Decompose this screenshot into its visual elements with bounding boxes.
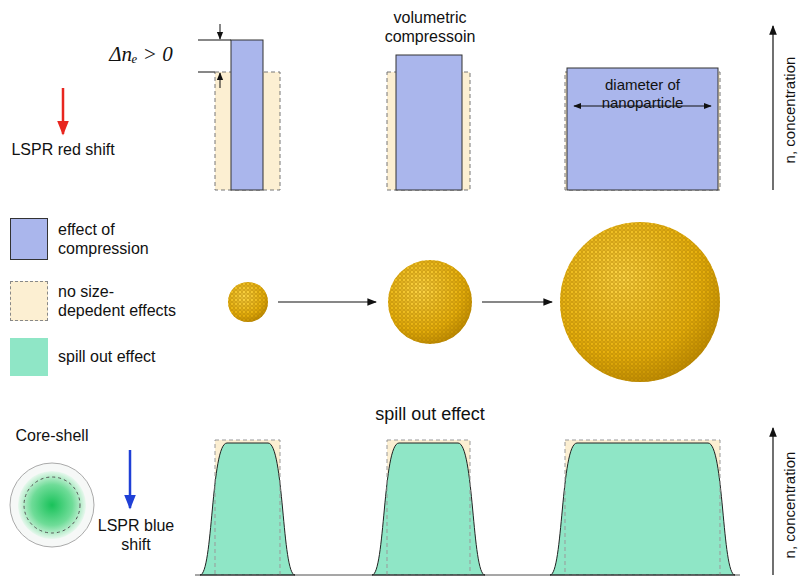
nanoparticles <box>228 222 720 382</box>
blue-shift-arrow <box>129 450 132 508</box>
axis-label: n, concentration <box>781 40 799 180</box>
legend-swatch <box>10 218 48 260</box>
compression-profiles <box>215 40 720 190</box>
core-shell-symbol <box>10 463 94 547</box>
shift-label: LSPR blue shift <box>96 516 176 554</box>
delta-label: Δnₑ > 0 <box>88 42 194 67</box>
axis-arrow <box>772 428 773 575</box>
axis-arrow <box>772 26 773 190</box>
spill-out-profiles <box>195 440 740 575</box>
delta-bracket <box>198 24 231 88</box>
red-shift-arrow <box>62 88 65 134</box>
dimension-label: diameter of nanoparticle <box>569 76 716 112</box>
shift-label: LSPR red shift <box>8 140 118 159</box>
panel-title: volumetric compressoin <box>355 8 505 46</box>
shape-label: Core-shell <box>4 426 100 445</box>
panel-title: spill out effect <box>330 404 530 426</box>
legend-swatch <box>10 281 48 321</box>
axis-label: n, concentration <box>781 435 799 575</box>
legend-text: no size-depedent effects <box>58 282 178 320</box>
legend-text: effect of compression <box>58 220 178 258</box>
legend-swatch <box>10 338 48 376</box>
legend-text: spill out effect <box>58 347 178 366</box>
